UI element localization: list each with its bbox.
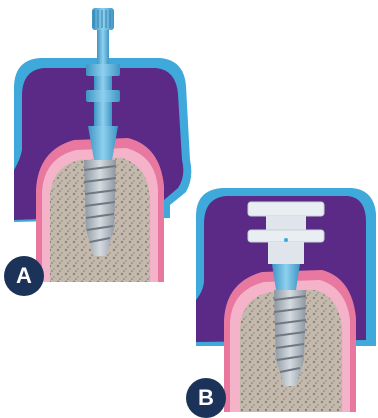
panel-b-badge: B bbox=[186, 378, 226, 418]
panel-b: B bbox=[186, 188, 376, 418]
panel-a: A bbox=[4, 8, 191, 296]
panel-b-label: B bbox=[198, 385, 214, 410]
panel-a-label: A bbox=[16, 263, 32, 288]
panel-a-badge: A bbox=[4, 256, 44, 296]
